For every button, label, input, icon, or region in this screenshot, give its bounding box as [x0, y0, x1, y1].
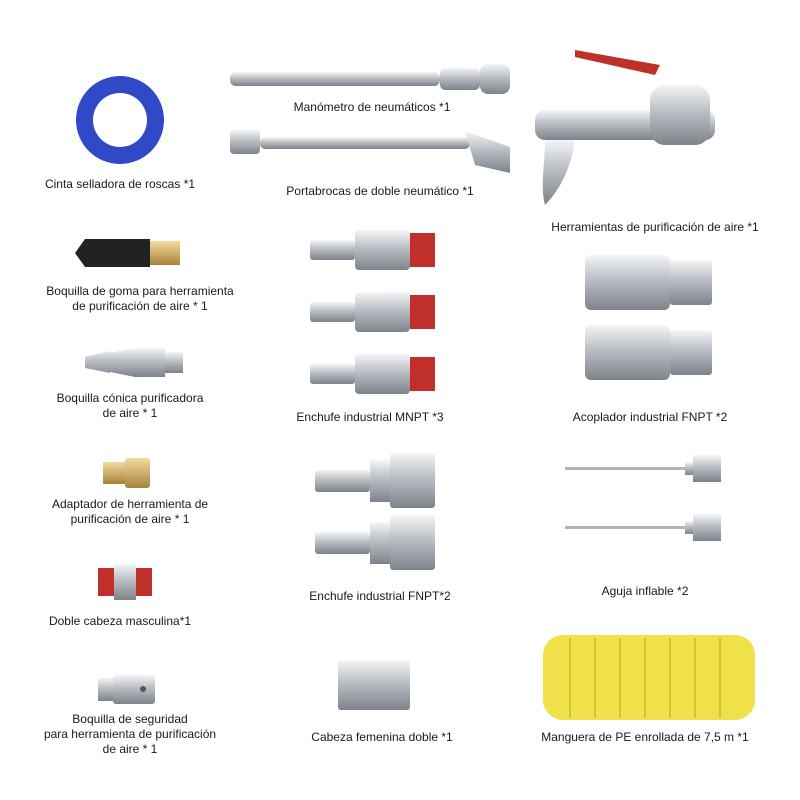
item-label: Enchufe industrial FNPT*2	[309, 589, 451, 603]
inflation-needles-image	[565, 455, 721, 541]
safety-nozzle-image	[98, 675, 155, 704]
item-label: Manómetro de neumáticos *1	[293, 100, 451, 114]
item-label: Enchufe industrial MNPT *3	[296, 410, 444, 424]
item-label: Aguja inflable *2	[601, 584, 689, 598]
tire-gauge-image	[230, 64, 510, 94]
item-label: Manguera de PE enrollada de 7,5 m *1	[541, 730, 749, 744]
item-label: Herramientas de purificación de aire *1	[551, 220, 759, 234]
blow-gun-image	[535, 50, 715, 205]
conical-nozzle-image	[85, 348, 183, 377]
item-label: Portabrocas de doble neumático *1	[286, 184, 474, 198]
item-label: Cinta selladora de roscas *1	[44, 177, 196, 191]
thread-seal-tape-image	[76, 76, 164, 164]
item-label: Doble cabeza masculina*1	[48, 614, 192, 628]
fnpt-plugs-image	[315, 453, 435, 570]
item-label: Acoplador industrial FNPT *2	[572, 410, 728, 424]
fnpt-couplers-image	[585, 255, 712, 380]
mnpt-plugs-image	[310, 230, 435, 394]
dual-chuck-image	[230, 130, 510, 173]
brass-adapter-image	[103, 458, 150, 488]
rubber-nozzle-image	[75, 239, 180, 267]
double-female-coupler-image	[338, 660, 410, 710]
double-male-nipple-image	[98, 564, 152, 600]
coiled-hose-image	[543, 635, 755, 720]
item-label: Cabeza femenina doble *1	[311, 730, 453, 744]
